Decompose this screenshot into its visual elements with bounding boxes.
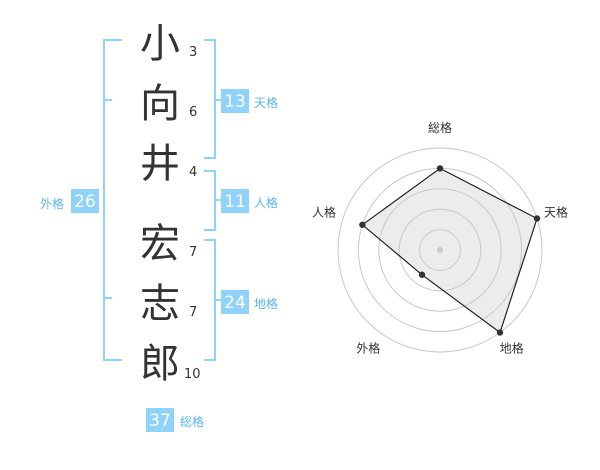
radar-point — [418, 271, 426, 278]
stroke-count-3: 4 — [189, 165, 197, 180]
radar-axis-label: 天格 — [544, 204, 568, 219]
gaikaku-bracket — [103, 39, 122, 361]
stroke-counts: 3 6 4 7 7 10 — [184, 45, 201, 382]
chikaku-value-box — [221, 290, 249, 314]
chikaku-badge: 24 地格 — [221, 290, 278, 314]
jinkaku-value: 11 — [224, 192, 246, 212]
soukaku-label: 総格 — [180, 414, 204, 429]
name-char-5: 志 — [140, 281, 180, 327]
name-char-4: 宏 — [140, 221, 180, 267]
stroke-count-5: 7 — [189, 305, 197, 320]
soukaku-badge: 37 総格 — [146, 408, 204, 432]
radar-grid-ring — [398, 208, 482, 292]
gaikaku-value-box — [71, 189, 99, 213]
radar-points — [359, 165, 541, 336]
chikaku-value: 24 — [224, 293, 246, 313]
stroke-count-2: 6 — [189, 105, 197, 120]
tenkaku-badge: 13 天格 — [221, 89, 278, 113]
tenkaku-label: 天格 — [254, 95, 278, 110]
radar-area — [361, 167, 538, 334]
radar-axis-label: 外格 — [356, 341, 380, 356]
stroke-count-4: 7 — [189, 245, 197, 260]
radar-axis-label: 人格 — [312, 204, 336, 219]
soukaku-value-box — [146, 408, 174, 432]
radar-grid-ring — [378, 188, 502, 312]
radar-grid-ring — [337, 147, 543, 353]
chikaku-bracket — [204, 239, 222, 361]
radar-axis-label: 地格 — [500, 341, 524, 356]
name-characters: 小 向 井 宏 志 郎 — [140, 21, 180, 387]
stroke-count-6: 10 — [184, 367, 201, 382]
radar-point — [533, 215, 541, 222]
stroke-count-1: 3 — [189, 45, 197, 60]
radar-point — [496, 329, 504, 336]
radar-point — [359, 221, 366, 228]
jinkaku-bracket — [204, 170, 222, 231]
radar-grid — [337, 147, 543, 353]
radar-axis-label: 総格 — [428, 120, 452, 135]
gaikaku-badge: 外格 26 — [40, 189, 99, 213]
name-char-2: 向 — [140, 81, 180, 127]
jinkaku-label: 人格 — [254, 195, 278, 210]
tenkaku-bracket — [204, 39, 222, 159]
tenkaku-value-box — [221, 89, 249, 113]
name-char-3: 井 — [140, 141, 180, 187]
tenkaku-value: 13 — [224, 92, 246, 112]
radar-grid-ring — [419, 229, 461, 271]
gaikaku-value: 26 — [74, 192, 96, 212]
radar-point — [436, 165, 444, 172]
gaikaku-label: 外格 — [40, 196, 64, 211]
name-char-6: 郎 — [140, 341, 180, 387]
soukaku-value: 37 — [149, 411, 171, 431]
jinkaku-badge: 11 人格 — [221, 189, 278, 213]
radar-center — [437, 247, 443, 253]
jinkaku-value-box — [221, 189, 249, 213]
chikaku-label: 地格 — [254, 296, 278, 311]
name-char-1: 小 — [140, 21, 180, 67]
